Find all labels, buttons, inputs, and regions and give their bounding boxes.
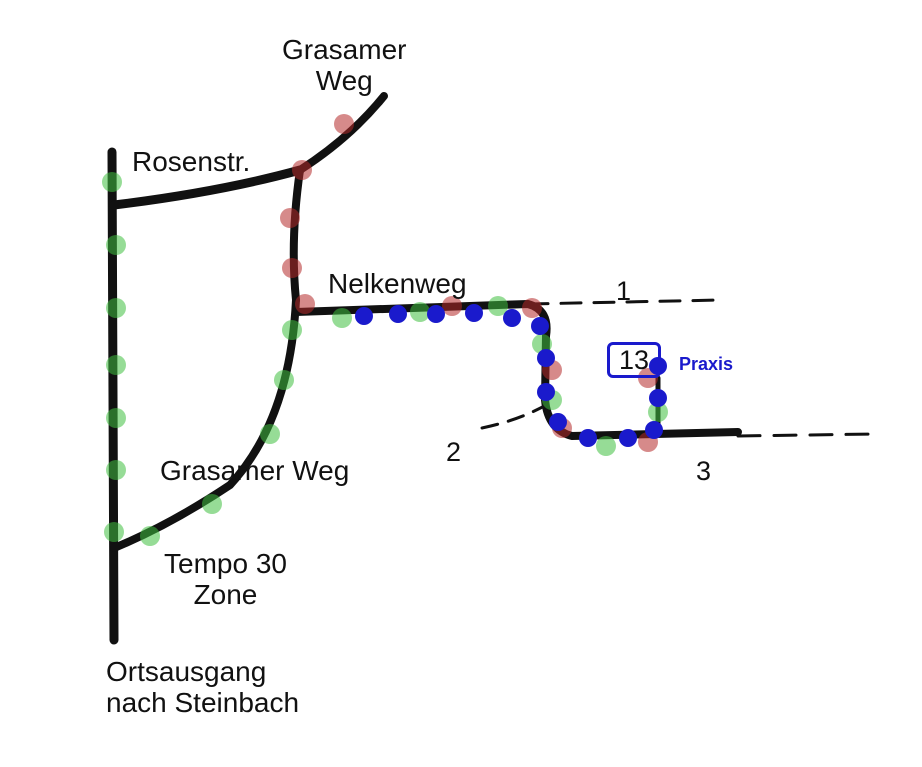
route-dot-red [280, 208, 300, 228]
route-dot-green [410, 302, 430, 322]
route-dot-green [282, 320, 302, 340]
route-dots [102, 114, 668, 546]
label-grasamer-weg-north: Grasamer Weg [282, 34, 406, 97]
route-dot-green [596, 436, 616, 456]
route-dot-blue [649, 389, 667, 407]
label-tempo-zone: Tempo 30 Zone [164, 548, 287, 611]
road-rosenstr [109, 165, 305, 210]
route-dot-red [292, 160, 312, 180]
road-west-vertical [107, 147, 119, 645]
route-dot-green [648, 402, 668, 422]
route-dot-red [334, 114, 354, 134]
label-ortsausgang: Ortsausgang nach Steinbach [106, 656, 299, 719]
route-dot-green [532, 334, 552, 354]
road-dashed-3 [736, 432, 878, 438]
label-praxis: Praxis [679, 354, 734, 374]
label-nelkenweg: Nelkenweg [328, 268, 467, 299]
marker-1: 1 [616, 276, 632, 306]
route-dot-blue [619, 429, 637, 447]
route-dot-red [442, 296, 462, 316]
road-grasamer-weg-north [296, 92, 388, 174]
label-grasamer-weg: Grasamer Weg [160, 455, 350, 486]
marker-3: 3 [696, 456, 712, 486]
house-number-box: 13 [607, 342, 661, 378]
route-dot-green [332, 308, 352, 328]
label-rosenstr: Rosenstr. [132, 146, 251, 177]
route-dot-green [140, 526, 160, 546]
route-dot-green [106, 298, 126, 318]
route-dot-blue [549, 413, 567, 431]
marker-2: 2 [446, 437, 462, 467]
route-dot-green [106, 408, 126, 428]
route-dot-red [295, 294, 315, 314]
route-dot-blue [465, 304, 483, 322]
route-dot-blue [537, 383, 555, 401]
route-dot-red [522, 298, 542, 318]
route-dot-green [102, 172, 122, 192]
route-dot-blue [355, 307, 373, 325]
route-dot-green [106, 235, 126, 255]
route-dot-blue [389, 305, 407, 323]
label-tempo-line2: Zone [193, 579, 258, 611]
route-dot-green [260, 424, 280, 444]
route-dot-green [106, 355, 126, 375]
label-tempo-line1: Tempo 30 [164, 548, 287, 579]
route-dot-blue [645, 421, 663, 439]
route-dot-red [282, 258, 302, 278]
route-dot-blue [427, 305, 445, 323]
route-dot-blue [537, 349, 555, 367]
route-dot-green [104, 522, 124, 542]
route-dot-blue [579, 429, 597, 447]
route-dot-green [202, 494, 222, 514]
route-dot-green [274, 370, 294, 390]
road-connector [289, 166, 304, 304]
route-dot-blue [531, 317, 549, 335]
route-dot-blue [503, 309, 521, 327]
label-grasamer-weg-north-line2: Weg [315, 65, 373, 97]
road-dashed-2 [480, 402, 550, 430]
label-ortsausgang-line2: nach Steinbach [106, 687, 300, 719]
route-dot-green [106, 460, 126, 480]
route-dot-green [488, 296, 508, 316]
road-dashed-1 [526, 298, 722, 306]
label-ortsausgang-line1: Ortsausgang [106, 656, 267, 687]
label-grasamer-weg-north-line1: Grasamer [282, 34, 407, 65]
